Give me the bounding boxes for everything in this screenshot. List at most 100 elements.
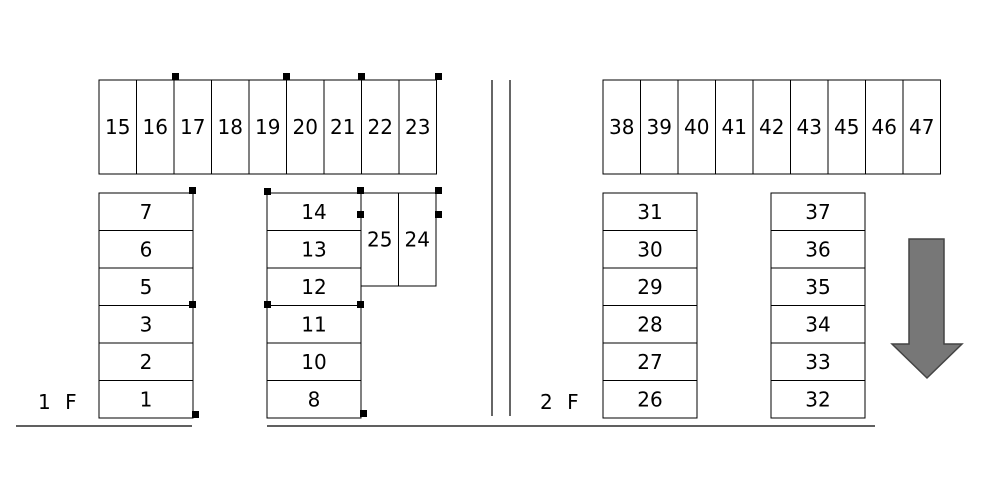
stall-number: 32 — [805, 387, 830, 411]
stall-box — [266, 380, 362, 419]
parking-stall-46: 46 — [865, 79, 904, 175]
stall-number: 1 — [140, 387, 153, 411]
stall-number: 22 — [368, 115, 393, 139]
post — [192, 411, 199, 418]
stall-box — [98, 380, 194, 419]
stall-number: 47 — [909, 115, 934, 139]
stall-number: 7 — [140, 200, 153, 224]
stall-number: 37 — [805, 200, 830, 224]
stall-box — [865, 79, 904, 175]
parking-stall-32: 32 — [770, 380, 866, 419]
stall-number: 8 — [308, 387, 321, 411]
parking-stall-15: 15 — [98, 79, 137, 175]
stall-number: 41 — [722, 115, 747, 139]
parking-stall-27: 27 — [602, 342, 698, 381]
parking-stall-30: 30 — [602, 230, 698, 269]
stall-box — [266, 305, 362, 344]
stall-box — [98, 230, 194, 269]
parking-stall-17: 17 — [173, 79, 212, 175]
parking-stall-21: 21 — [323, 79, 362, 175]
parking-stall-3: 3 — [98, 305, 194, 344]
posts — [172, 73, 442, 418]
parking-stall-37: 37 — [770, 192, 866, 231]
stall-number: 28 — [637, 312, 662, 336]
stall-box — [266, 230, 362, 269]
stall-box — [248, 79, 287, 175]
parking-stall-41: 41 — [715, 79, 754, 175]
parking-stall-7: 7 — [98, 192, 194, 231]
parking-stall-47: 47 — [902, 79, 941, 175]
parking-stall-42: 42 — [752, 79, 791, 175]
post — [357, 211, 364, 218]
stall-box — [398, 79, 437, 175]
stall-number: 38 — [609, 115, 634, 139]
stall-box — [602, 342, 698, 381]
post — [435, 211, 442, 218]
stall-box — [98, 267, 194, 306]
parking-stall-39: 39 — [640, 79, 679, 175]
stall-number: 2 — [140, 350, 153, 374]
stall-number: 26 — [637, 387, 662, 411]
stall-number: 6 — [140, 237, 153, 261]
parking-stall-1: 1 — [98, 380, 194, 419]
post — [357, 301, 364, 308]
stall-number: 10 — [301, 350, 326, 374]
stall-box — [323, 79, 362, 175]
stall-box — [98, 79, 137, 175]
stall-box — [266, 267, 362, 306]
stall-number: 39 — [647, 115, 672, 139]
post — [435, 73, 442, 80]
stall-number: 29 — [637, 275, 662, 299]
stall-box — [790, 79, 829, 175]
stall-box — [602, 192, 698, 231]
parking-stall-2: 2 — [98, 342, 194, 381]
parking-stall-23: 23 — [398, 79, 437, 175]
post — [264, 301, 271, 308]
stall-box — [770, 305, 866, 344]
post — [189, 301, 196, 308]
stall-number: 19 — [255, 115, 280, 139]
stall-box — [266, 192, 362, 231]
stall-box — [361, 79, 400, 175]
stall-box — [770, 192, 866, 231]
stall-number: 24 — [405, 228, 430, 252]
parking-stall-28: 28 — [602, 305, 698, 344]
stall-number: 27 — [637, 350, 662, 374]
stall-number: 16 — [143, 115, 168, 139]
stall-number: 3 — [140, 312, 153, 336]
stall-number: 11 — [301, 312, 326, 336]
stall-number: 34 — [805, 312, 830, 336]
parking-stall-14: 14 — [266, 192, 362, 231]
stall-number: 33 — [805, 350, 830, 374]
parking-stall-43: 43 — [790, 79, 829, 175]
stall-number: 15 — [105, 115, 130, 139]
stall-number: 17 — [180, 115, 205, 139]
stall-box — [770, 230, 866, 269]
post — [189, 187, 196, 194]
post — [264, 188, 271, 195]
stall-number: 30 — [637, 237, 662, 261]
parking-stall-8: 8 — [266, 380, 362, 419]
stall-number: 23 — [405, 115, 430, 139]
stall-box — [360, 192, 399, 287]
stall-box — [752, 79, 791, 175]
stall-number: 35 — [805, 275, 830, 299]
parking-stall-13: 13 — [266, 230, 362, 269]
parking-stall-22: 22 — [361, 79, 400, 175]
stall-number: 14 — [301, 200, 326, 224]
stall-box — [602, 380, 698, 419]
parking-stall-6: 6 — [98, 230, 194, 269]
stall-box — [98, 192, 194, 231]
stall-box — [715, 79, 754, 175]
stall-number: 25 — [367, 228, 392, 252]
floor-label-2f: 2 F — [540, 390, 583, 414]
stall-box — [173, 79, 212, 175]
post — [358, 73, 365, 80]
parking-stall-19: 19 — [248, 79, 287, 175]
stall-number: 42 — [759, 115, 784, 139]
parking-stall-16: 16 — [136, 79, 175, 175]
parking-stall-10: 10 — [266, 342, 362, 381]
stall-number: 5 — [140, 275, 153, 299]
